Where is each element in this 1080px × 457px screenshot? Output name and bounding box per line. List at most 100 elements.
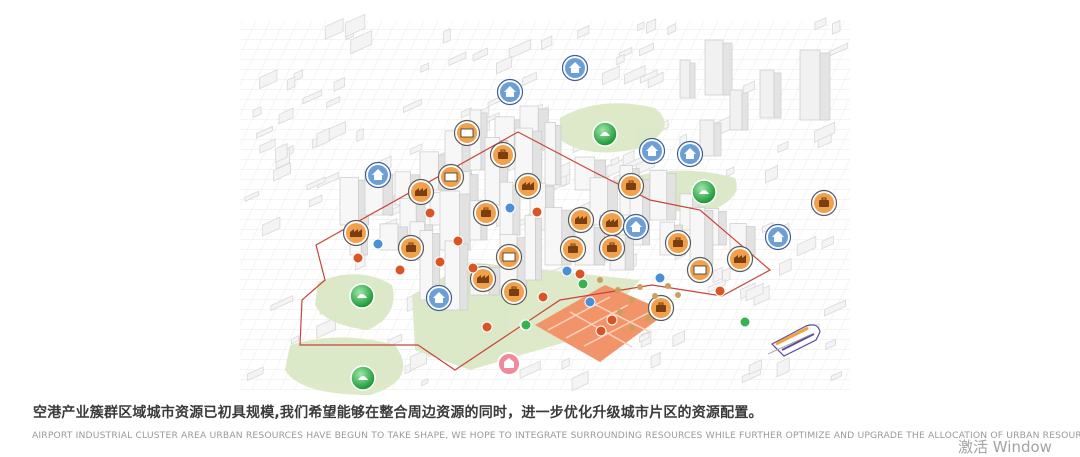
industry-marker bbox=[469, 265, 497, 293]
briefcase-icon bbox=[656, 302, 666, 312]
node-dot bbox=[652, 293, 658, 299]
industry-marker bbox=[407, 178, 435, 206]
factory-icon bbox=[522, 182, 534, 190]
house-icon bbox=[772, 231, 784, 242]
service-marker bbox=[394, 264, 406, 276]
service-marker bbox=[584, 296, 596, 308]
housing-marker bbox=[764, 223, 792, 251]
industry-marker bbox=[598, 209, 626, 237]
monitor-icon bbox=[502, 252, 516, 262]
industry-marker bbox=[342, 219, 370, 247]
media-marker bbox=[453, 119, 481, 147]
service-marker bbox=[434, 256, 446, 268]
briefcase-icon bbox=[819, 197, 829, 207]
service-marker bbox=[714, 285, 726, 297]
office-marker bbox=[647, 294, 675, 322]
housing-marker bbox=[622, 213, 650, 241]
node-dot bbox=[629, 297, 635, 303]
activation-watermark: 激活 Window bbox=[958, 438, 1052, 456]
node-dot bbox=[675, 292, 681, 298]
monitor-icon bbox=[460, 128, 474, 138]
housing-marker bbox=[496, 78, 524, 106]
train-icon bbox=[767, 324, 821, 357]
office-marker bbox=[810, 189, 838, 217]
node-dot bbox=[597, 277, 603, 283]
service-marker bbox=[606, 314, 618, 326]
service-marker bbox=[654, 272, 666, 284]
monitor-icon bbox=[444, 172, 458, 182]
briefcase-icon bbox=[498, 149, 508, 159]
office-marker bbox=[489, 141, 517, 169]
park-marker bbox=[691, 179, 717, 205]
office-marker bbox=[397, 234, 425, 262]
node-dot bbox=[645, 315, 651, 321]
factory-icon bbox=[477, 275, 489, 283]
district-boundary bbox=[299, 131, 772, 371]
service-marker bbox=[352, 252, 364, 264]
district-towers bbox=[339, 105, 756, 311]
service-marker bbox=[424, 207, 436, 219]
service-marker bbox=[561, 265, 573, 277]
service-marker bbox=[574, 268, 586, 280]
housing-marker bbox=[561, 54, 589, 82]
service-marker bbox=[520, 319, 532, 331]
housing-marker bbox=[364, 161, 392, 189]
briefcase-icon bbox=[406, 242, 416, 252]
briefcase-icon bbox=[568, 243, 578, 253]
service-marker bbox=[531, 206, 543, 218]
house-icon bbox=[504, 86, 516, 97]
node-dot bbox=[615, 287, 621, 293]
service-marker bbox=[467, 262, 479, 274]
factory-icon bbox=[350, 229, 362, 237]
factory-icon bbox=[415, 188, 427, 196]
node-dot bbox=[629, 325, 635, 331]
resource-markers bbox=[342, 54, 838, 391]
service-marker bbox=[504, 202, 516, 214]
caption-english: AIRPORT INDUSTRIAL CLUSTER AREA URBAN RE… bbox=[32, 430, 1080, 441]
service-marker bbox=[481, 321, 493, 333]
service-marker bbox=[537, 291, 549, 303]
factory-icon bbox=[606, 219, 618, 227]
service-marker bbox=[739, 316, 751, 328]
housing-marker bbox=[676, 140, 704, 168]
location-pin-icon bbox=[497, 352, 521, 376]
monitor-icon bbox=[693, 265, 707, 275]
industry-marker bbox=[726, 245, 754, 273]
service-marker bbox=[372, 238, 384, 250]
briefcase-icon bbox=[626, 180, 636, 190]
office-marker bbox=[598, 234, 626, 262]
housing-marker bbox=[425, 284, 453, 312]
node-dot bbox=[665, 283, 671, 289]
industry-marker bbox=[514, 172, 542, 200]
briefcase-icon bbox=[607, 242, 617, 252]
park-marker bbox=[350, 365, 376, 391]
media-marker bbox=[437, 163, 465, 191]
house-icon bbox=[372, 169, 384, 180]
service-marker bbox=[595, 325, 607, 337]
office-marker bbox=[664, 229, 692, 257]
house-icon bbox=[630, 221, 642, 232]
park-marker bbox=[592, 121, 618, 147]
house-icon bbox=[684, 148, 696, 159]
media-marker bbox=[495, 243, 523, 271]
house-icon bbox=[569, 62, 581, 73]
factory-icon bbox=[734, 255, 746, 263]
node-dot bbox=[617, 309, 623, 315]
industry-marker bbox=[567, 206, 595, 234]
briefcase-icon bbox=[481, 207, 491, 217]
media-marker bbox=[686, 256, 714, 284]
office-marker bbox=[617, 172, 645, 200]
park-marker bbox=[349, 283, 375, 309]
caption-chinese: 空港产业簇群区域城市资源已初具规模,我们希望能够在整合周边资源的同时，进一步优化… bbox=[33, 405, 763, 421]
house-icon bbox=[646, 145, 658, 156]
office-marker bbox=[472, 199, 500, 227]
briefcase-icon bbox=[509, 286, 519, 296]
briefcase-icon bbox=[673, 237, 683, 247]
node-dot bbox=[637, 284, 643, 290]
office-marker bbox=[500, 278, 528, 306]
factory-icon bbox=[575, 216, 587, 224]
office-marker bbox=[559, 235, 587, 263]
service-marker bbox=[452, 235, 464, 247]
service-marker bbox=[577, 278, 589, 290]
